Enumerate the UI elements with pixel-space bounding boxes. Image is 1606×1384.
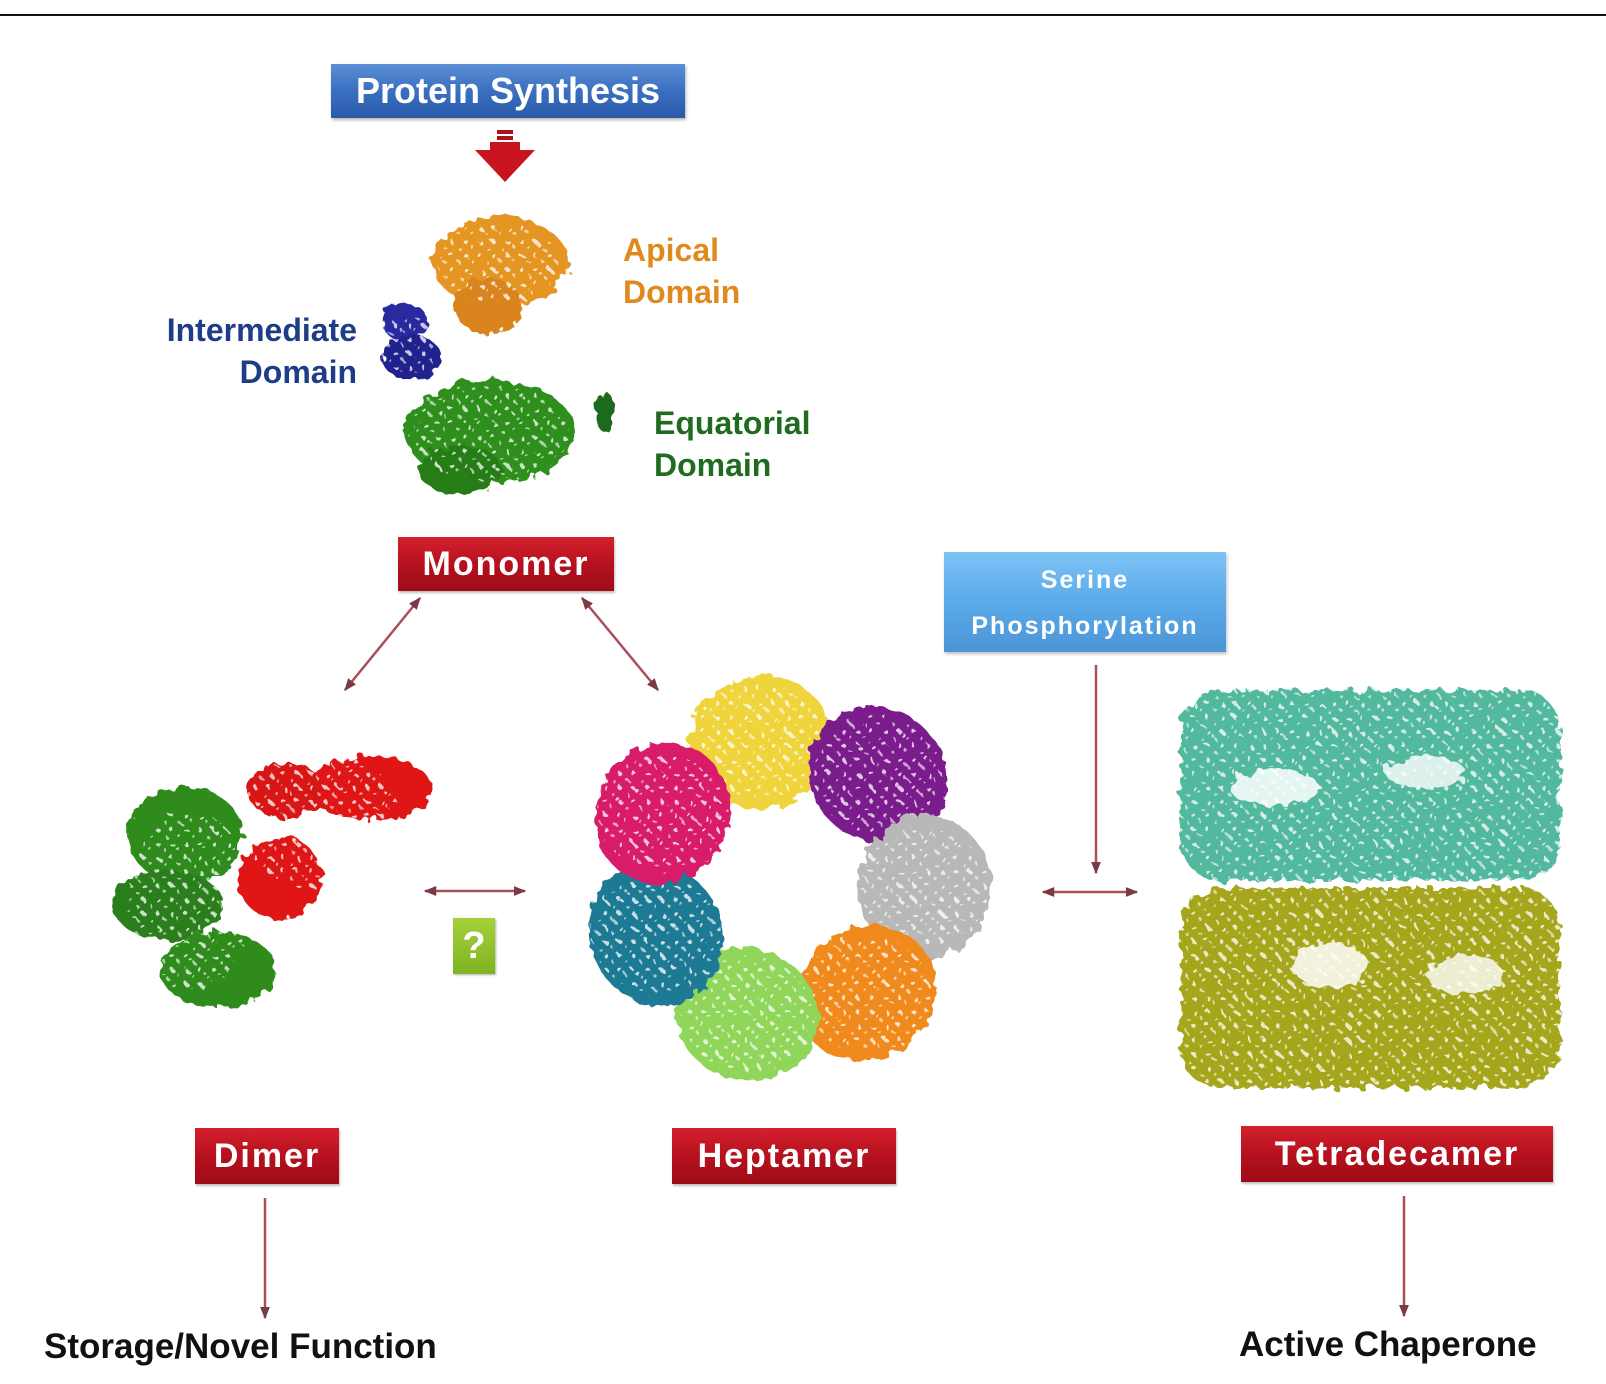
equatorial-domain-ribbon bbox=[405, 380, 615, 494]
tetradecamer-structure bbox=[1180, 690, 1560, 1088]
protein-synthesis-label: Protein Synthesis bbox=[355, 70, 661, 111]
heptamer-subunit bbox=[858, 814, 991, 959]
top-border-line bbox=[0, 14, 1606, 16]
heptamer-subunit bbox=[808, 706, 948, 844]
tetradecamer-outcome-label: Active Chaperone bbox=[1239, 1325, 1537, 1364]
phosphorylation-label: Phosphorylation bbox=[971, 612, 1199, 640]
tetradecamer-ring-bottom bbox=[1180, 888, 1560, 1088]
apical-domain-line2: Domain bbox=[623, 274, 741, 310]
dimer-label-box: Dimer bbox=[195, 1128, 339, 1184]
question-mark-icon: ? bbox=[462, 925, 486, 967]
monomer-dimer-arrow bbox=[344, 597, 421, 691]
protein-synthesis-box: Protein Synthesis bbox=[331, 64, 685, 118]
heptamer-subunit bbox=[675, 948, 819, 1082]
heptamer-label-box: Heptamer bbox=[672, 1128, 896, 1184]
dimer-outcome-label: Storage/Novel Function bbox=[44, 1327, 437, 1366]
monomer-label: Monomer bbox=[422, 545, 590, 583]
tetradecamer-ring-top bbox=[1180, 690, 1560, 880]
down-arrow-icon bbox=[475, 130, 535, 182]
intermediate-domain-line2: Domain bbox=[239, 354, 357, 390]
monomer-heptamer-arrow bbox=[581, 597, 659, 691]
dimer-subunit-green bbox=[113, 787, 276, 1008]
tetradecamer-label-box: Tetradecamer bbox=[1241, 1126, 1553, 1182]
equatorial-domain-label: Equatorial Domain bbox=[654, 402, 810, 486]
heptamer-subunit bbox=[589, 863, 723, 1006]
dimer-label: Dimer bbox=[213, 1137, 321, 1175]
apical-domain-line1: Apical bbox=[623, 232, 720, 268]
tetradecamer-label: Tetradecamer bbox=[1274, 1135, 1520, 1173]
dimer-structure bbox=[113, 750, 432, 1008]
apical-domain-ribbon bbox=[432, 216, 568, 334]
unknown-transition-marker: ? bbox=[453, 918, 495, 974]
heptamer-structure bbox=[589, 675, 991, 1082]
dimer-subunit-red bbox=[238, 750, 432, 920]
heptamer-subunit bbox=[594, 742, 730, 884]
intermediate-domain-ribbon bbox=[382, 302, 442, 380]
heptamer-subunit bbox=[688, 675, 833, 809]
serine-label: Serine bbox=[1040, 566, 1130, 594]
equatorial-domain-line2: Domain bbox=[654, 447, 772, 483]
heptamer-label: Heptamer bbox=[697, 1137, 871, 1175]
intermediate-domain-line1: Intermediate bbox=[166, 312, 357, 348]
equatorial-domain-line1: Equatorial bbox=[654, 405, 811, 441]
intermediate-domain-label: Intermediate Domain bbox=[135, 309, 357, 393]
monomer-structure bbox=[382, 216, 615, 494]
monomer-label-box: Monomer bbox=[398, 537, 614, 591]
heptamer-central-cavity bbox=[723, 818, 847, 942]
heptamer-subunit bbox=[796, 925, 937, 1062]
apical-domain-label: Apical Domain bbox=[623, 229, 740, 313]
serine-phosphorylation-box: Serine Phosphorylation bbox=[944, 552, 1226, 652]
